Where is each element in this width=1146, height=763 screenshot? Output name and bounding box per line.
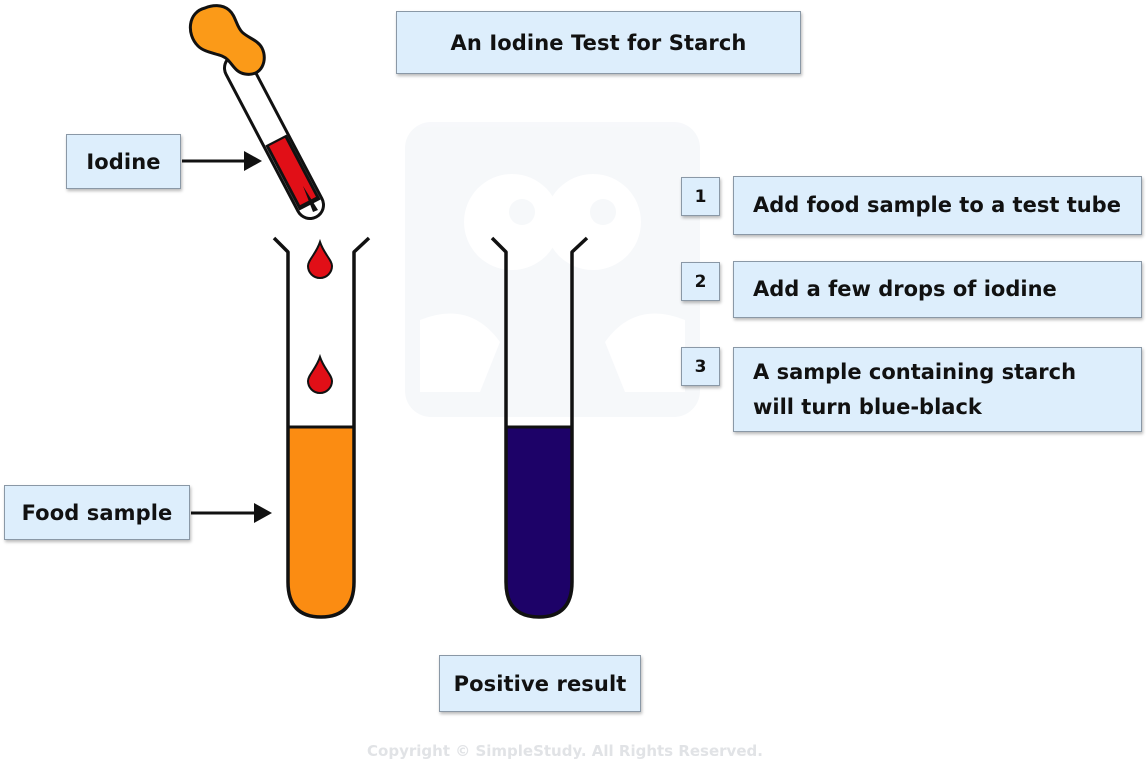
test-tube-positive-result xyxy=(490,236,589,619)
iodine-drop-icon xyxy=(306,353,334,394)
positive-result-label: Positive result xyxy=(439,655,641,712)
step-text-1: Add food sample to a test tube xyxy=(733,176,1142,235)
step-text-3: A sample containing starch will turn blu… xyxy=(733,347,1142,432)
copyright-notice: Copyright © SimpleStudy. All Rights Rese… xyxy=(367,742,763,760)
iodine-label: Iodine xyxy=(66,134,181,189)
iodine-drop-icon xyxy=(306,238,334,279)
step-text-2: Add a few drops of iodine xyxy=(733,261,1142,318)
step-number-2: 2 xyxy=(681,262,720,301)
arrow-iodine-icon xyxy=(182,151,262,171)
diagram-title: An Iodine Test for Starch xyxy=(396,11,801,74)
step-number-3: 3 xyxy=(681,347,720,386)
dropper-icon xyxy=(188,4,325,220)
test-tube-food-sample xyxy=(272,236,371,619)
food-sample-label: Food sample xyxy=(4,485,190,540)
step-number-1: 1 xyxy=(681,177,720,216)
watermark-logo xyxy=(405,122,700,417)
arrow-food-icon xyxy=(191,503,272,523)
